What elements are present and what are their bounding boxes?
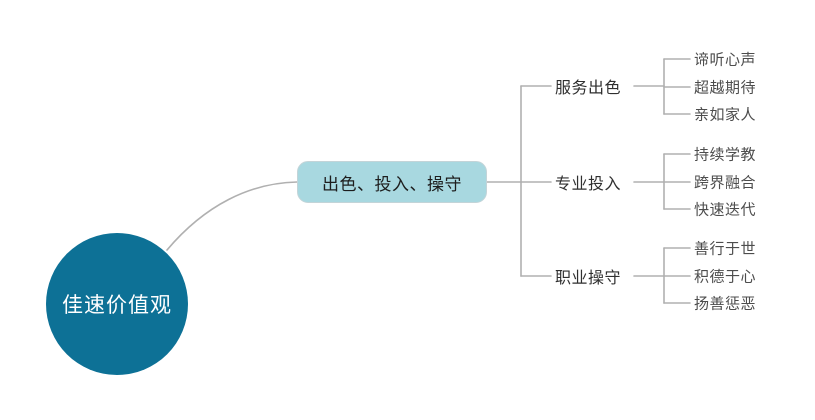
leaf-label-1-2[interactable]: 超越期待 bbox=[694, 80, 757, 97]
connector-root-to-middle bbox=[166, 181, 298, 251]
leaf-label-2-1[interactable]: 持续学教 bbox=[694, 147, 757, 164]
leaf-label-1-1[interactable]: 谛听心声 bbox=[694, 52, 757, 69]
leaf-label-2-3[interactable]: 快速迭代 bbox=[694, 202, 757, 219]
branch-label-3[interactable]: 职业操守 bbox=[555, 270, 622, 287]
middle-node[interactable]: 出色、投入、操守 bbox=[297, 161, 487, 203]
leaf-label-3-1[interactable]: 善行于世 bbox=[694, 241, 757, 258]
branch-label-1[interactable]: 服务出色 bbox=[555, 80, 622, 97]
leaf-label-2-2[interactable]: 跨界融合 bbox=[694, 175, 757, 192]
leaf-label-3-2[interactable]: 积德于心 bbox=[694, 269, 757, 286]
root-node-label: 佳速价值观 bbox=[62, 293, 172, 317]
branch-label-2[interactable]: 专业投入 bbox=[555, 176, 622, 193]
leaf-label-1-3[interactable]: 亲如家人 bbox=[694, 107, 757, 124]
root-node[interactable]: 佳速价值观 bbox=[46, 233, 188, 375]
leaf-label-3-3[interactable]: 扬善惩恶 bbox=[694, 296, 757, 313]
middle-node-label: 出色、投入、操守 bbox=[322, 174, 462, 194]
